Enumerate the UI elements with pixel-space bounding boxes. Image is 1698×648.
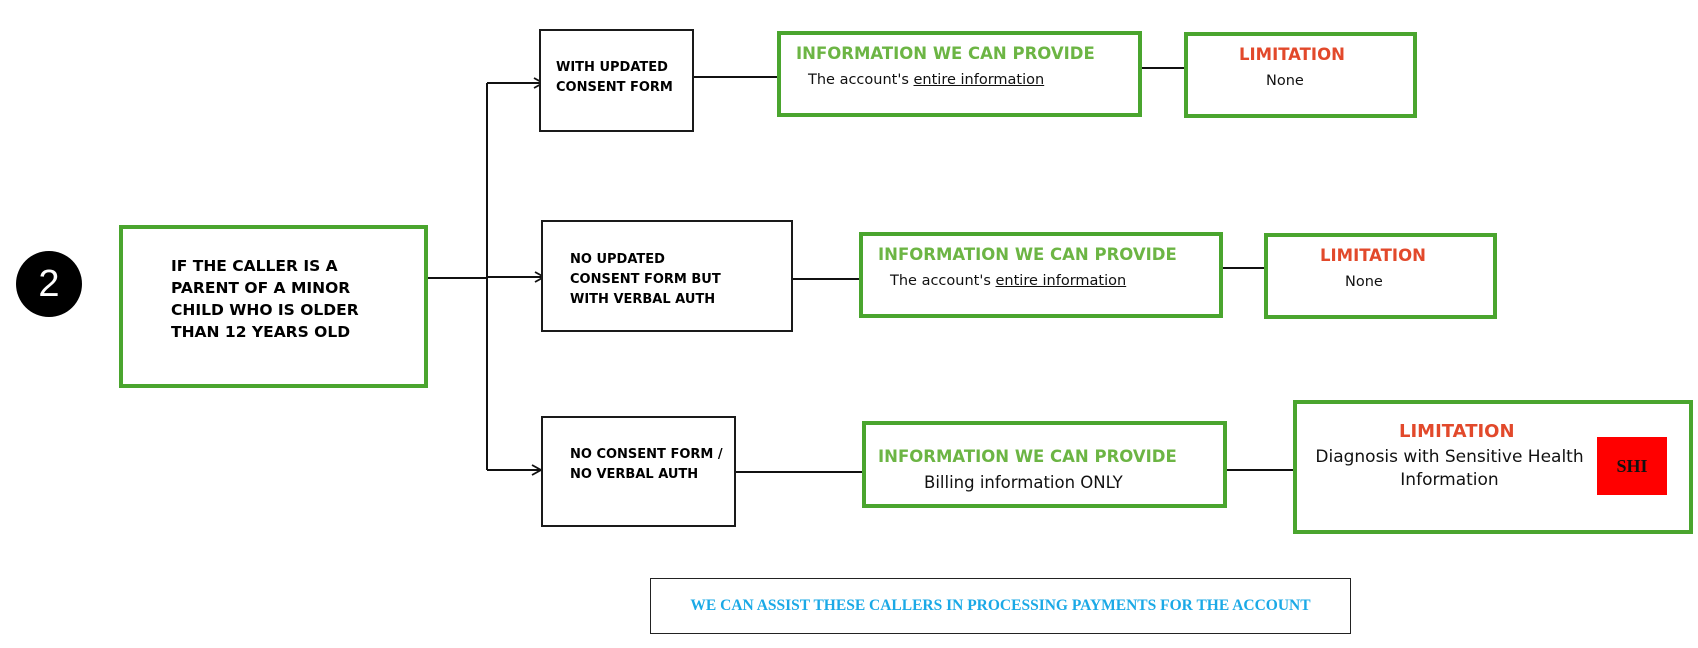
limitation-text: None [1266,73,1304,89]
limitation-box-1: LIMITATION None [1184,32,1417,118]
caller-condition-text: IF THE CALLER IS A PARENT OF A MINOR CHI… [171,257,359,341]
info-title: INFORMATION WE CAN PROVIDE [878,447,1177,466]
condition-text: NO UPDATED CONSENT FORM BUT WITH VERBAL … [570,252,721,307]
step-number-badge: 2 [16,251,82,317]
condition-box-no-consent: NO CONSENT FORM / NO VERBAL AUTH [541,416,736,527]
condition-text: WITH UPDATED CONSENT FORM [556,60,673,95]
info-prefix: The account's [890,273,991,289]
info-box-1: INFORMATION WE CAN PROVIDE The account's… [777,31,1142,117]
info-prefix: The account's [808,72,909,88]
info-box-2: INFORMATION WE CAN PROVIDE The account's… [859,232,1223,318]
limitation-title: LIMITATION [1239,45,1345,64]
info-text: The account's entire information [890,273,1126,289]
limitation-text: None [1345,274,1383,290]
shi-badge: SHI [1597,437,1667,495]
condition-box-updated-consent: WITH UPDATED CONSENT FORM [539,29,694,132]
info-text: Billing information ONLY [924,473,1123,492]
condition-box-verbal-auth: NO UPDATED CONSENT FORM BUT WITH VERBAL … [541,220,793,332]
payment-note-text: WE CAN ASSIST THESE CALLERS IN PROCESSIN… [690,597,1311,614]
info-underlined: entire information [913,72,1045,88]
info-title: INFORMATION WE CAN PROVIDE [878,245,1177,264]
info-box-3: INFORMATION WE CAN PROVIDE Billing infor… [862,421,1227,508]
condition-text: NO CONSENT FORM / NO VERBAL AUTH [570,447,723,482]
caller-condition-box: IF THE CALLER IS A PARENT OF A MINOR CHI… [119,225,428,388]
limitation-box-2: LIMITATION None [1264,233,1497,319]
info-text: The account's entire information [808,72,1044,88]
info-title: INFORMATION WE CAN PROVIDE [796,44,1095,63]
payment-note-box: WE CAN ASSIST THESE CALLERS IN PROCESSIN… [650,578,1351,634]
limitation-box-3: LIMITATION Diagnosis with Sensitive Heal… [1293,400,1693,534]
limitation-title: LIMITATION [1399,421,1515,442]
limitation-title: LIMITATION [1320,246,1426,265]
limitation-text: Diagnosis with Sensitive Health Informat… [1315,447,1584,490]
info-underlined: entire information [995,273,1127,289]
